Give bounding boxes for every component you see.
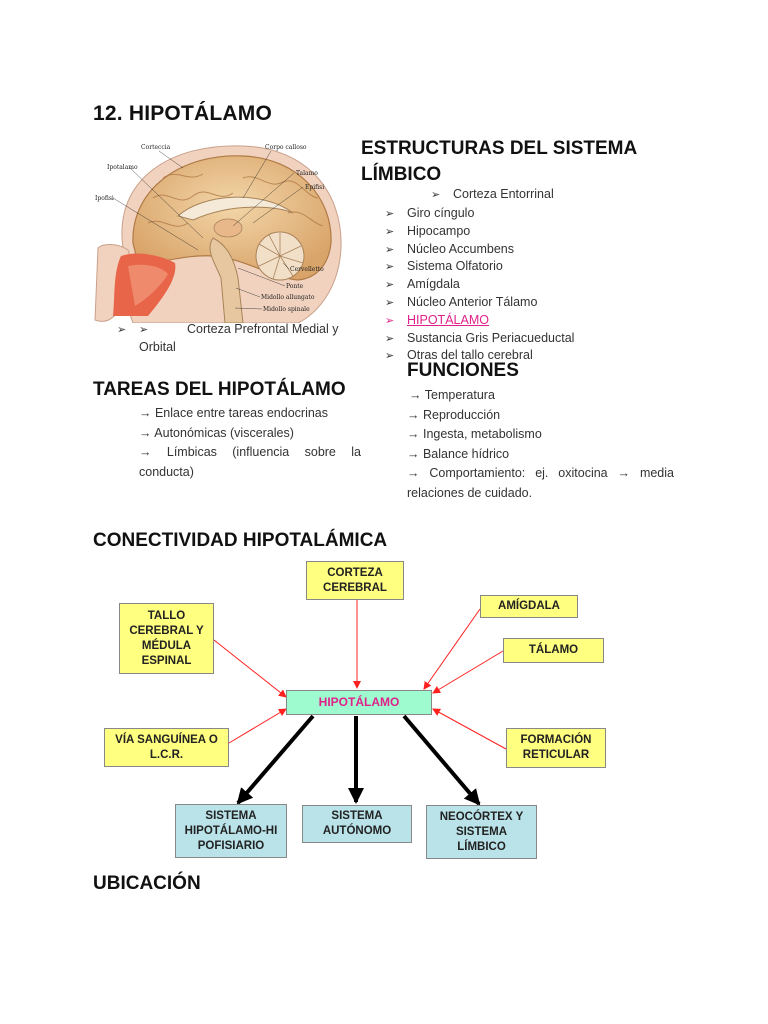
list-item: → Autonómicas (viscerales) [139,425,294,440]
list-item: → Límbicas (influencia sobre la [139,445,361,459]
list-item: ➢Núcleo Accumbens [385,241,515,256]
list-item: ➢Amígdala [385,277,460,292]
list-item: ➢Hipocampo [385,223,471,238]
list-item: → Ingesta, metabolismo [407,427,542,441]
arrow-amigdala [423,608,481,690]
bullet-marker: ➢ [139,324,149,336]
tareas-heading: TAREAS DEL HIPOTÁLAMO [93,379,346,400]
funciones-list: → Temperatura → Reproducción → Ingesta, … [407,386,674,503]
list-item: → Reproducción [407,407,501,422]
arrow-talamo [432,650,504,694]
arrow-formacion [432,708,507,750]
list-item: → Temperatura [409,388,495,402]
label-corpo-calloso: Corpo calloso [265,144,307,151]
arrow-to-neocortex [402,714,481,806]
list-item: → Balance hídrico [407,446,510,461]
label-midollo-spinale: Midollo spinale [263,306,310,313]
prefrontal-text-1: Corteza Prefrontal Medial y [187,322,339,336]
label-ponte: Ponte [286,283,304,290]
label-corteccia: Corteccia [141,144,171,151]
estructuras-heading: ESTRUCTURAS DEL SISTEMA LÍMBICO [361,138,638,185]
arrow-tallo [213,639,287,698]
label-ipotalamo: Ipotalamo [107,164,138,171]
prefrontal-text-2: Orbital [139,340,176,354]
list-item-hipotalamo-link[interactable]: ➢HIPOTÁLAMO [385,312,489,327]
box-talamo: TÁLAMO [503,638,604,663]
list-item: relaciones de cuidado. [407,485,533,500]
list-item: ➢Giro cíngulo [385,206,475,220]
box-hipotalamo: HIPOTÁLAMO [286,690,432,715]
estructuras-first-item: ➢Corteza Entorrinal [431,187,554,201]
list-item: → Comportamiento: ej. oxitocina → media [407,466,674,480]
prefrontal-bullet: ➢ ➢ Corteza Prefrontal Medial y Orbital [117,321,367,356]
label-cervelletto: Cervelletto [290,266,324,273]
tareas-list: → Enlace entre tareas endocrinas → Auton… [139,404,361,482]
list-item: ➢Otras del tallo cerebral [385,348,533,363]
list-item: → Enlace entre tareas endocrinas [139,406,328,420]
label-ipofisi: Ipofisi [95,195,114,202]
funciones-heading: FUNCIONES [407,360,519,381]
label-midollo-allungato: Midollo allungato [261,294,315,301]
brain-illustration: Corteccia Corpo calloso Ipotalamo Talamo… [94,144,342,323]
conectividad-heading: CONECTIVIDAD HIPOTALÁMICA [93,530,388,551]
label-epifisi: Epifisi [305,184,324,191]
arrow-to-hipofisiario [236,714,315,805]
arrow-via [228,708,287,744]
box-amigdala: AMÍGDALA [480,595,578,618]
bullet-marker: ➢ [117,324,127,336]
list-item: ➢Sustancia Gris Periacueductal [385,330,575,345]
list-item: ➢Sistema Olfatorio [385,259,503,274]
list-item: conducta) [139,464,194,479]
label-talamo: Talamo [296,170,318,177]
estructuras-list: ➢Giro cíngulo ➢Hipocampo ➢Núcleo Accumbe… [385,205,574,365]
ubicacion-heading: UBICACIÓN [93,873,201,894]
list-item: ➢Núcleo Anterior Tálamo [385,294,538,309]
page-title: 12. HIPOTÁLAMO [93,102,272,125]
